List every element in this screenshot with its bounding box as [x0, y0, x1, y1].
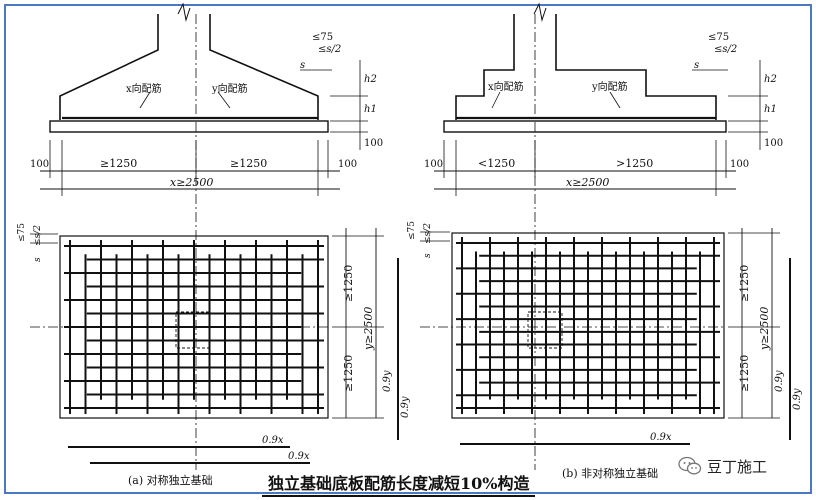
panel-a-plan-09x-2: 0.9x — [288, 451, 310, 462]
panel-b-column — [455, 14, 717, 120]
panel-a-dim-h2: h2 — [364, 74, 377, 85]
panel-b-column-break — [533, 2, 547, 22]
panel-a-x-rebar-label: x向配筋 — [126, 82, 162, 95]
panel-b-plan — [420, 228, 791, 445]
panel-a-plan-09y: 0.9y — [382, 370, 393, 392]
panel-b-plan-09y-2: 0.9y — [792, 388, 803, 410]
panel-a-plan-s2: ≤s/2 — [33, 225, 43, 246]
panel-b-dim-75: ≤75 — [708, 32, 729, 43]
panel-b-plan-dim-top: ≥1250 — [738, 265, 751, 302]
panel-a-plan-s: s — [33, 257, 43, 262]
panel-b-pad — [443, 120, 727, 133]
panel-b-plan-dim-bottom: ≥1250 — [738, 355, 751, 392]
panel-a-plan-09x: 0.9x — [262, 435, 284, 446]
panel-a-dim-s2: ≤s/2 — [318, 44, 341, 55]
panel-a-dim-left-half: ≥1250 — [100, 157, 137, 170]
panel-b-plan-s2: ≤s/2 — [423, 223, 433, 244]
panel-b-dim-total: x≥2500 — [566, 176, 609, 189]
panel-b-section — [434, 2, 768, 470]
panel-b-rebar-grid — [456, 237, 720, 414]
panel-b-plan-75: ≤75 — [407, 221, 417, 240]
panel-b-dim-h2: h2 — [764, 74, 777, 85]
panel-b-dim-h1: h1 — [764, 104, 777, 115]
panel-a-plan-09y-2: 0.9y — [400, 396, 411, 418]
panel-b-section-text: x向配筋 y向配筋 100 100 <1250 >1250 x≥2500 ≤75… — [424, 32, 783, 189]
panel-a-dim-100-right: 100 — [338, 159, 357, 170]
panel-a-section-text: x向配筋 y向配筋 100 100 ≥1250 ≥1250 x≥2500 ≤75… — [30, 32, 383, 189]
panel-b-caption: (b) 非对称独立基础 — [562, 467, 659, 480]
panel-b-dim-s2: ≤s/2 — [714, 44, 737, 55]
brand-name: 豆丁施工 — [707, 457, 768, 476]
panel-a-pad — [49, 120, 329, 133]
panel-a-plan-75: ≤75 — [17, 223, 27, 242]
panel-b-plan-text: ≥1250 ≥1250 y≥2500 0.9y 0.9x 0.9y ≤75 ≤s… — [407, 221, 803, 443]
figure-frame — [4, 4, 812, 494]
brand-watermark: 豆丁施工 — [678, 455, 767, 477]
panel-b-plan-09y: 0.9y — [774, 370, 785, 392]
panel-b-plan-09x: 0.9x — [650, 432, 672, 443]
panel-a-column-outline — [175, 311, 211, 349]
panel-b-plan-s: s — [423, 253, 433, 258]
wechat-icon — [678, 456, 702, 475]
panel-a-dim-100-vert: 100 — [364, 138, 383, 149]
panel-b-dim-100-vert: 100 — [764, 138, 783, 149]
panel-b-dim-100-right: 100 — [730, 159, 749, 170]
panel-b-x-rebar-label: x向配筋 — [488, 80, 524, 93]
figure-title: 独立基础底板配筋长度减短10%构造 — [262, 470, 536, 497]
panel-b-dim-s: s — [694, 60, 699, 71]
panel-b-column-outline — [527, 311, 563, 349]
panel-b-y-rebar-label: y向配筋 — [591, 80, 628, 93]
panel-a-rebar-grid — [64, 240, 324, 414]
panel-b-plan-dim-total: y≥2500 — [758, 307, 771, 351]
panel-a-plan-dim-top: ≥1250 — [342, 265, 355, 302]
panel-a-column-break — [177, 2, 191, 22]
panel-b-plan-outline — [451, 232, 725, 419]
panel-b-dim-right-half: >1250 — [616, 157, 653, 170]
panel-a-column — [59, 14, 319, 120]
panel-a-dim-s: s — [300, 60, 305, 71]
panel-a-dim-right-half: ≥1250 — [230, 157, 267, 170]
panel-a-plan-dim-total: y≥2500 — [362, 307, 375, 351]
panel-a-y-rebar-label: y向配筋 — [211, 82, 248, 95]
panel-a-dim-75: ≤75 — [312, 32, 333, 43]
panel-a-caption: (a) 对称独立基础 — [128, 474, 213, 487]
panel-a-plan — [30, 228, 399, 464]
panel-a-plan-dim-bottom: ≥1250 — [342, 355, 355, 392]
panel-a-dim-100-left: 100 — [30, 159, 49, 170]
panel-a-dim-total: x≥2500 — [170, 176, 213, 189]
panel-b-dim-left-half: <1250 — [478, 157, 515, 170]
panel-a-plan-text: ≥1250 ≥1250 y≥2500 0.9y 0.9x 0.9x 0.9y ≤… — [17, 223, 411, 462]
panel-b-dim-100-left: 100 — [424, 159, 443, 170]
panel-a-dim-h1: h1 — [364, 104, 377, 115]
